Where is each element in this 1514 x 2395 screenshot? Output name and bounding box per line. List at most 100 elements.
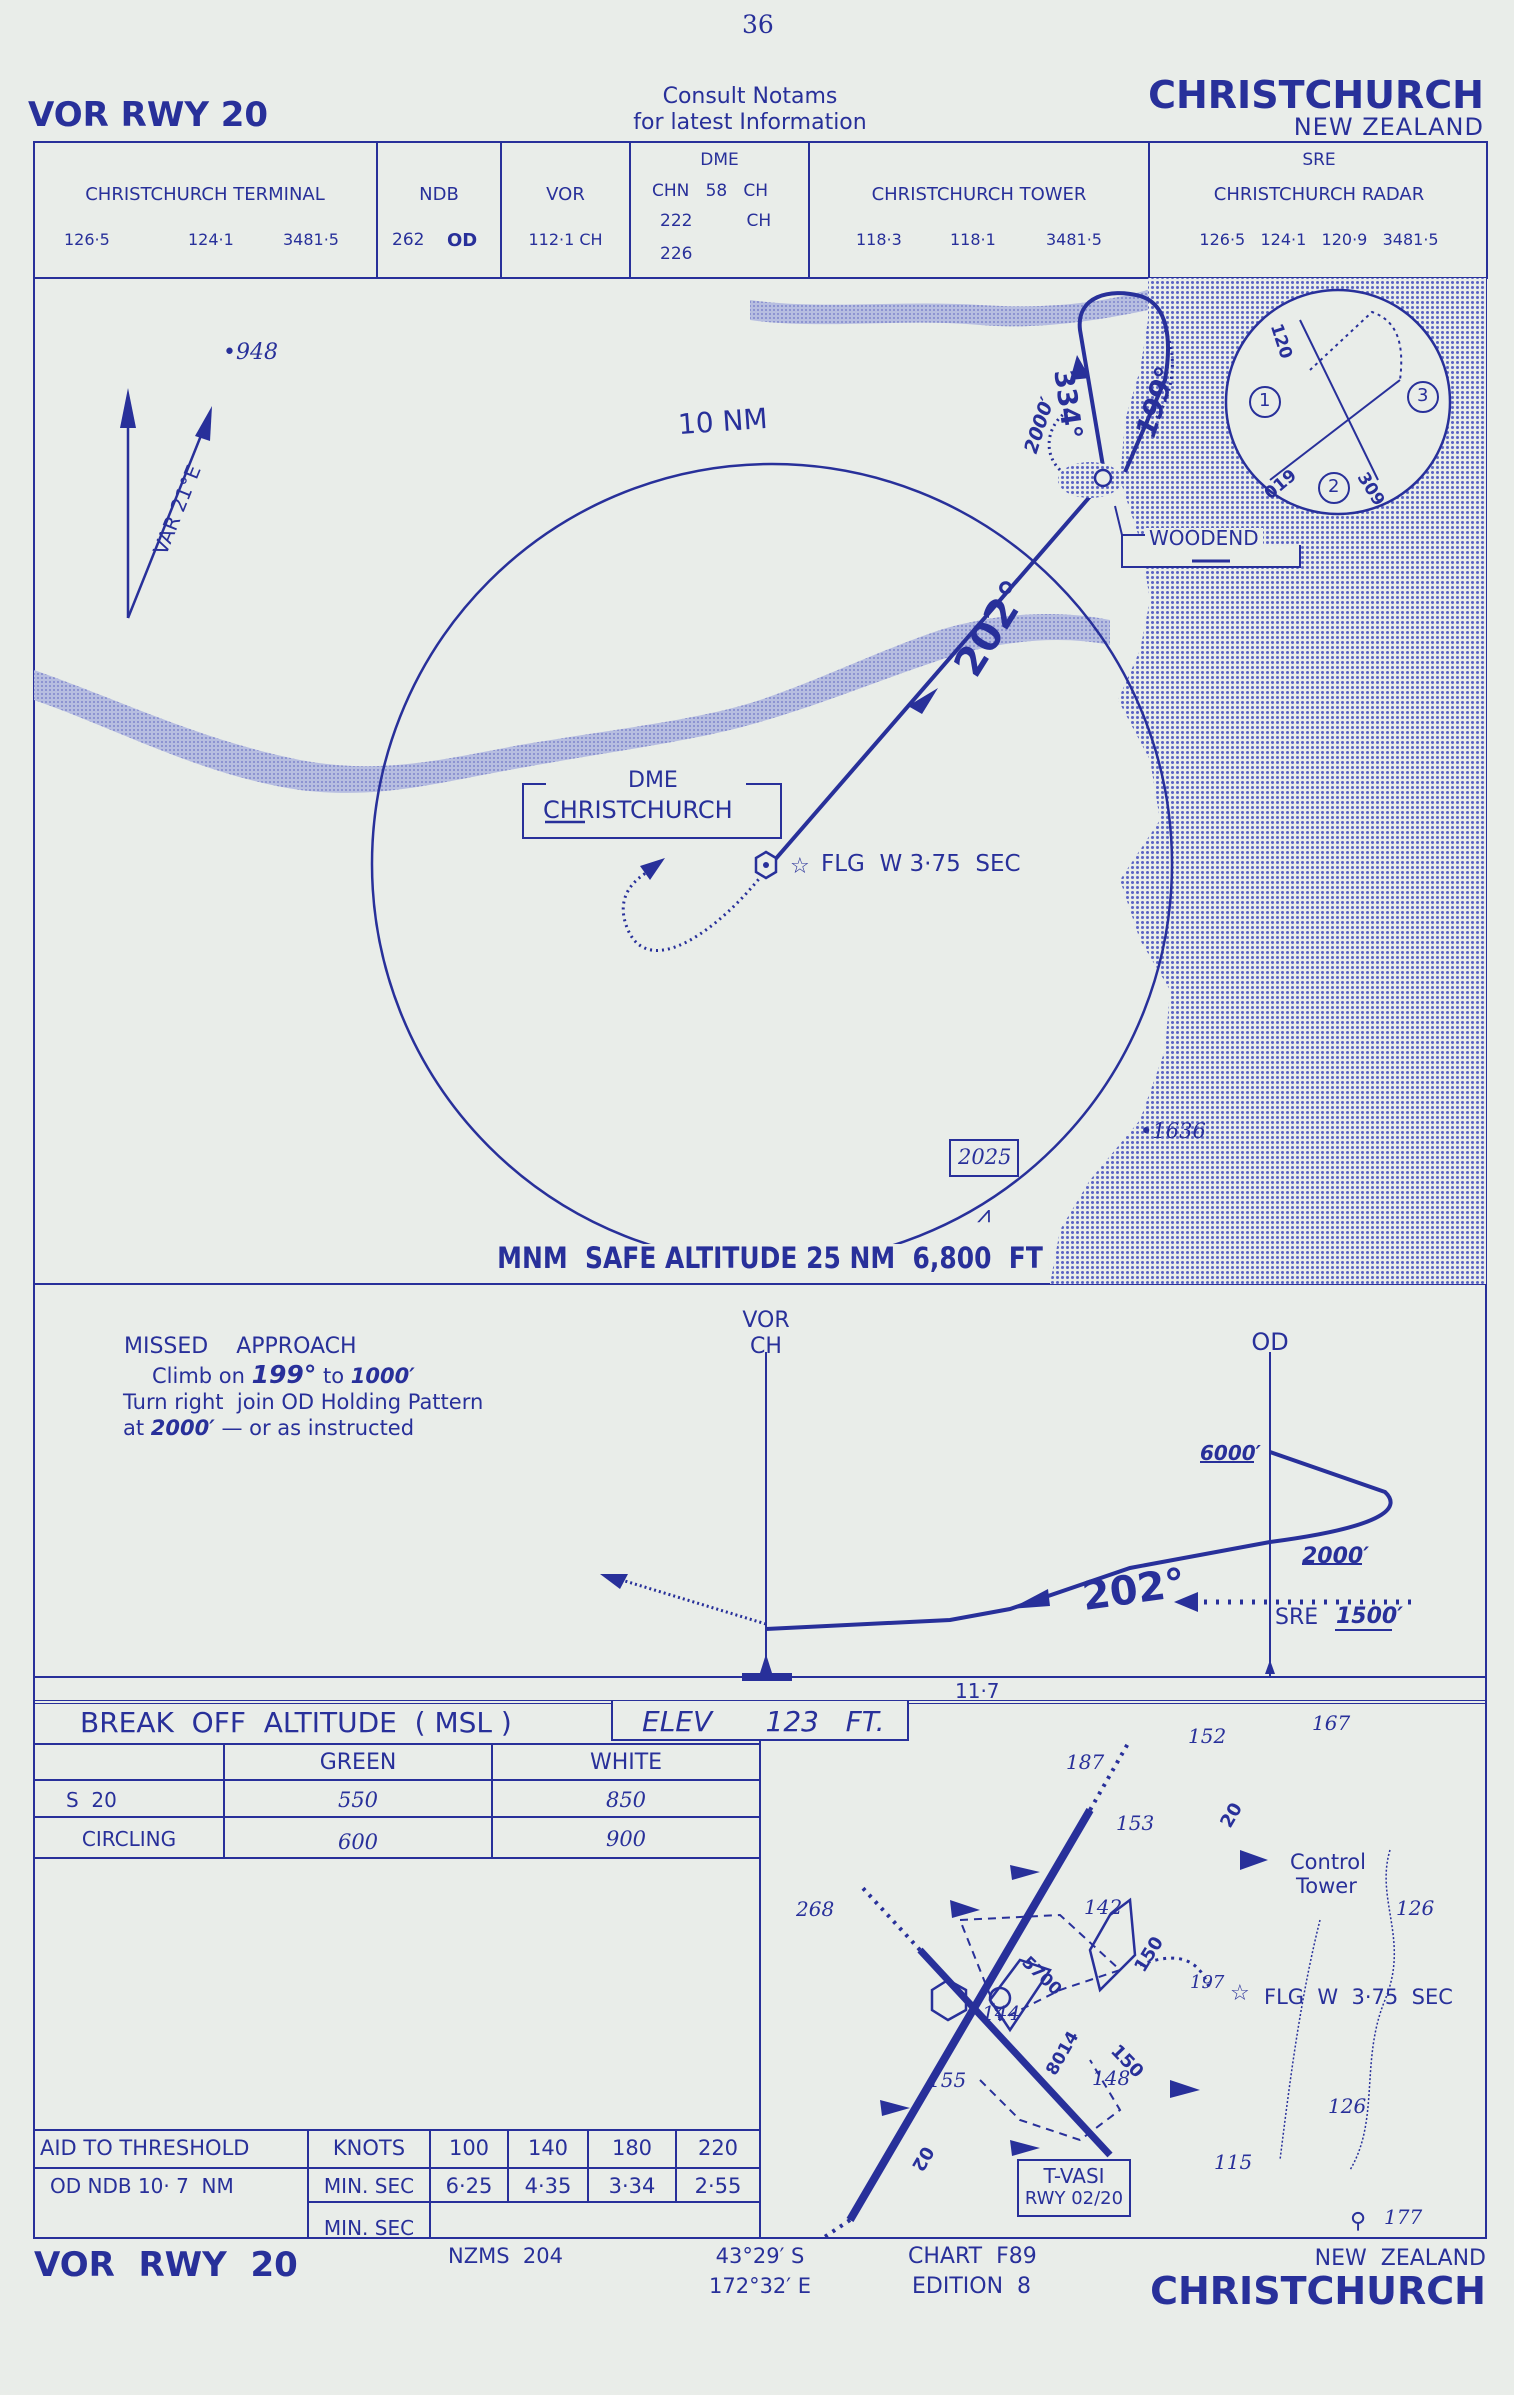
speed-180: 180 <box>611 2136 653 2160</box>
apron <box>988 1958 1052 2033</box>
terminal-freq-1: 126·5 <box>64 230 110 249</box>
row-circling-green: 600 <box>337 1830 379 1854</box>
ma-at-text: at <box>123 1416 151 1440</box>
beacon-icon: ⚲ <box>1350 2209 1366 2234</box>
airport-diagram: ⚲ ☆ <box>819 1739 1396 2238</box>
elev-126a: 126 <box>1396 1896 1435 1920</box>
missed-approach-climb-icon <box>600 1574 628 1589</box>
time-220: 2·55 <box>694 2174 742 2198</box>
ma-to-text: to <box>316 1364 351 1388</box>
vor-label: VOR <box>546 184 585 205</box>
dme-label: DME <box>700 150 739 170</box>
elev-144: 144 <box>982 2001 1021 2025</box>
dme-box <box>522 783 782 839</box>
coast-shading <box>750 290 1148 327</box>
true-north-arrow-icon <box>120 388 136 428</box>
footer-country: NEW ZEALAND <box>1314 2246 1486 2271</box>
holding-pattern <box>1077 291 1171 479</box>
min-sec-label: MIN. SEC <box>323 2174 415 2198</box>
inset-sector-3: 3 <box>1417 385 1429 406</box>
ndb-od-icon <box>1093 468 1113 488</box>
profile-distance: 11·7 <box>955 1679 1000 1703</box>
col-white: WHITE <box>589 1750 663 1775</box>
dme-line3: 226 <box>660 244 693 264</box>
hold-arrow-icon <box>1070 355 1090 380</box>
profile-vor-label: VOR <box>742 1308 790 1333</box>
magnetic-north-arrow-icon <box>195 406 212 441</box>
terminal-freq-3: 3481·5 <box>283 230 339 249</box>
hexagon-marker-icon <box>930 1978 968 2022</box>
profile-sre-label: SRE <box>1275 1605 1319 1630</box>
ndb-freq: 262 <box>392 230 425 250</box>
footer-edition: EDITION 8 <box>912 2274 1032 2299</box>
ndb-ident: OD <box>447 230 478 251</box>
inbound-course-line <box>764 476 1108 872</box>
sre-arrow-icon <box>1174 1592 1198 1612</box>
ma-climb-text: Climb on <box>152 1364 252 1388</box>
row-s20-green: 550 <box>337 1788 379 1812</box>
obstacle-icon: ⩘ <box>977 1200 991 1228</box>
runway-150 <box>917 1947 1113 2158</box>
control-tower-label-1: Control <box>1290 1850 1366 1874</box>
profile-ch-label: CH <box>750 1334 782 1359</box>
aid-to-threshold: AID TO THRESHOLD <box>40 2136 250 2160</box>
woodend-label: WOODEND <box>1145 528 1263 548</box>
dme-box-name: CHRISTCHURCH <box>543 796 733 824</box>
elev-187: 187 <box>1066 1750 1105 1774</box>
missed-approach-title: MISSED APPROACH <box>124 1334 357 1359</box>
terminal-label: CHRISTCHURCH TERMINAL <box>85 184 325 205</box>
elev-153: 153 <box>1116 1811 1155 1835</box>
knots-label: KNOTS <box>332 2136 406 2160</box>
inset-sector-1: 1 <box>1259 390 1271 411</box>
airport-flg-label: FLG W 3·75 SEC <box>1264 1985 1453 2009</box>
od-ndb-label: OD NDB 10· 7 NM <box>50 2174 234 2198</box>
elev-167: 167 <box>1312 1711 1351 1735</box>
break-off-title: BREAK OFF ALTITUDE ( MSL ) <box>80 1706 512 1739</box>
dme-box-title: DME <box>620 770 686 792</box>
row-s20-label: S 20 <box>66 1788 117 1812</box>
dme-line2: 222 CH <box>660 211 772 231</box>
elev-155: 155 <box>928 2068 967 2092</box>
footer-procedure: VOR RWY 20 <box>34 2245 298 2285</box>
radar-freqs: 126·5 124·1 120·9 3481·5 <box>1199 230 1439 249</box>
terminal-freq-2: 124·1 <box>188 230 234 249</box>
river <box>34 614 1110 793</box>
speed-220: 220 <box>697 2136 739 2160</box>
notam-notice-line1: Consult Notams <box>662 84 838 109</box>
plan-view: ☆ ⩘ <box>33 277 1487 1285</box>
tvasi-label-1: T-VASI <box>1043 2164 1105 2188</box>
profile-alt-1500: 1500′ <box>1336 1604 1404 1629</box>
footer-map-ref: NZMS 204 <box>448 2244 563 2268</box>
descent-profile <box>765 1450 1393 1631</box>
elevation-1636: •1636 <box>1140 1119 1206 1143</box>
control-tower-icon <box>1240 1850 1268 1870</box>
course-arrow-icon <box>908 688 938 714</box>
footer-lat: 43°29′ S <box>715 2244 805 2268</box>
time-140: 4·35 <box>524 2174 572 2198</box>
elev-126b: 126 <box>1328 2094 1367 2118</box>
row-circling-white: 900 <box>605 1827 647 1851</box>
control-tower-label-2: Tower <box>1296 1874 1357 1898</box>
row-s20-white: 850 <box>605 1788 647 1812</box>
country-title: NEW ZEALAND <box>1293 113 1484 141</box>
page-number: 36 <box>742 10 774 39</box>
footer-city: CHRISTCHURCH <box>1150 2269 1486 2313</box>
procedure-title: VOR RWY 20 <box>28 95 269 135</box>
time-100: 6·25 <box>445 2174 493 2198</box>
flg-star-icon-airport: ☆ <box>1230 1981 1250 2006</box>
tvasi-box <box>1017 2159 1131 2217</box>
missed-approach-track <box>621 866 768 952</box>
elev-148: 148 <box>1092 2066 1131 2090</box>
ma-heading: 199° <box>251 1360 317 1389</box>
missed-approach-line3: at 2000′ — or as instructed <box>123 1418 414 1439</box>
tower-label: CHRISTCHURCH TOWER <box>871 184 1087 205</box>
msa-label: MNM SAFE ALTITUDE 25 NM 6,800 FT <box>492 1244 1049 1273</box>
ma-altitude: 1000′ <box>350 1364 415 1388</box>
tower-freq-2: 118·1 <box>950 230 996 249</box>
speed-100: 100 <box>448 2136 490 2160</box>
elevation-948: •948 <box>223 340 278 365</box>
row-circling-label: CIRCLING <box>81 1827 177 1851</box>
col-green: GREEN <box>319 1750 397 1775</box>
elev-197: 197 <box>1190 1972 1225 1993</box>
elevation-label: ELEV 123 FT. <box>642 1705 885 1738</box>
